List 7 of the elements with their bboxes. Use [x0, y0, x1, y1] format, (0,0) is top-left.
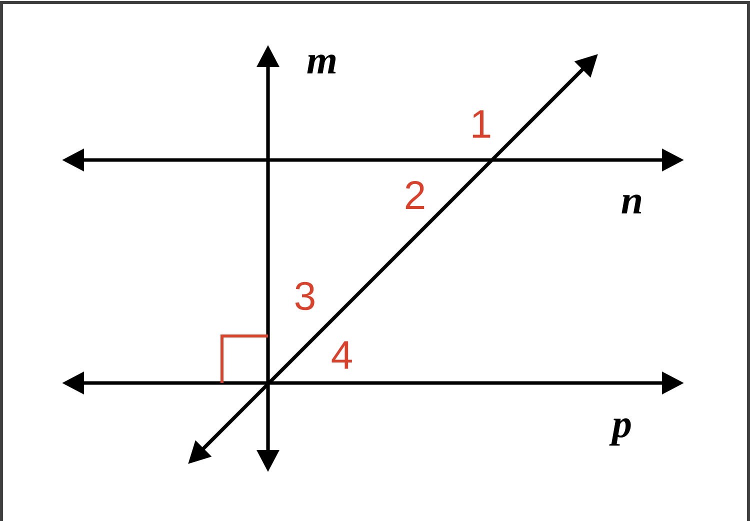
line-name: n	[622, 194, 642, 214]
angle-number: 2	[406, 181, 424, 209]
angle-number: 3	[295, 282, 314, 310]
angle-number: 1	[472, 110, 490, 138]
line-name: m	[307, 54, 336, 74]
angle-number: 4	[332, 341, 352, 369]
line-name: p	[609, 418, 631, 446]
